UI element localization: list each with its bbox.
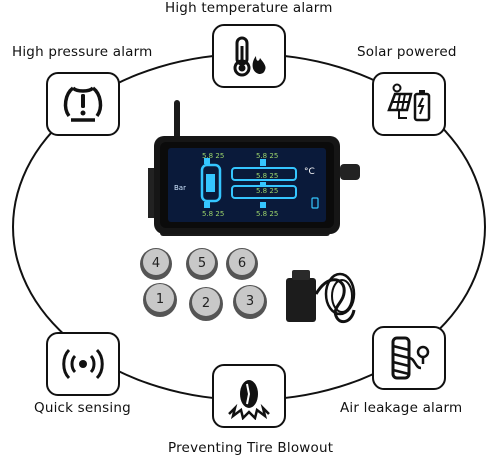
- reading-rl: 5.8 25: [202, 210, 224, 218]
- high-pressure-label: High pressure alarm: [12, 44, 153, 60]
- air-leakage-label: Air leakage alarm: [340, 400, 463, 416]
- pressure-unit: Bar: [174, 184, 186, 192]
- svg-text:2: 2: [202, 296, 210, 311]
- reading-mr2: 5.8 25: [256, 187, 278, 195]
- solar-feature: [372, 72, 446, 136]
- thermometer-flame-icon: [212, 24, 286, 88]
- temperature-unit: °C: [304, 167, 315, 177]
- svg-text:3: 3: [246, 294, 254, 309]
- svg-text:1: 1: [156, 292, 164, 307]
- tpms-monitor: 5.8 25 5.8 25 5.8 25 5.8 25 5.8 25 5.8 2…: [140, 98, 365, 248]
- tire-sensors: 4 5 6 1 2 3: [128, 244, 278, 334]
- quick-sensing-label: Quick sensing: [34, 400, 131, 416]
- high-temperature-label: High temperature alarm: [165, 0, 333, 16]
- sensor-cap: 4: [140, 248, 172, 280]
- svg-text:5: 5: [198, 256, 206, 271]
- sensor-cap: 6: [226, 248, 258, 280]
- reading-fr: 5.8 25: [256, 152, 278, 160]
- quick-sensing-feature: [46, 332, 120, 396]
- reading-rr: 5.8 25: [256, 210, 278, 218]
- power-cable: [282, 254, 362, 334]
- tire-pressure-warning-icon: [46, 72, 120, 136]
- reading-mr1: 5.8 25: [256, 172, 278, 180]
- high-pressure-feature: [46, 72, 120, 136]
- high-temperature-feature: [212, 24, 286, 88]
- svg-text:4: 4: [152, 256, 160, 271]
- sensor-cap: 5: [186, 248, 218, 280]
- sensor-cap: 3: [233, 285, 267, 319]
- tire-leak-icon: [372, 326, 446, 390]
- blowout-feature: [212, 364, 286, 428]
- blowout-label: Preventing Tire Blowout: [168, 440, 334, 456]
- reading-fl: 5.8 25: [202, 152, 224, 160]
- svg-text:6: 6: [238, 256, 246, 271]
- air-leakage-feature: [372, 326, 446, 390]
- solar-label: Solar powered: [357, 44, 457, 60]
- wireless-signal-icon: [46, 332, 120, 396]
- tire-blowout-icon: [212, 364, 286, 428]
- sensor-cap: 2: [189, 287, 223, 321]
- solar-panel-battery-icon: [372, 72, 446, 136]
- sensor-cap: 1: [143, 283, 177, 317]
